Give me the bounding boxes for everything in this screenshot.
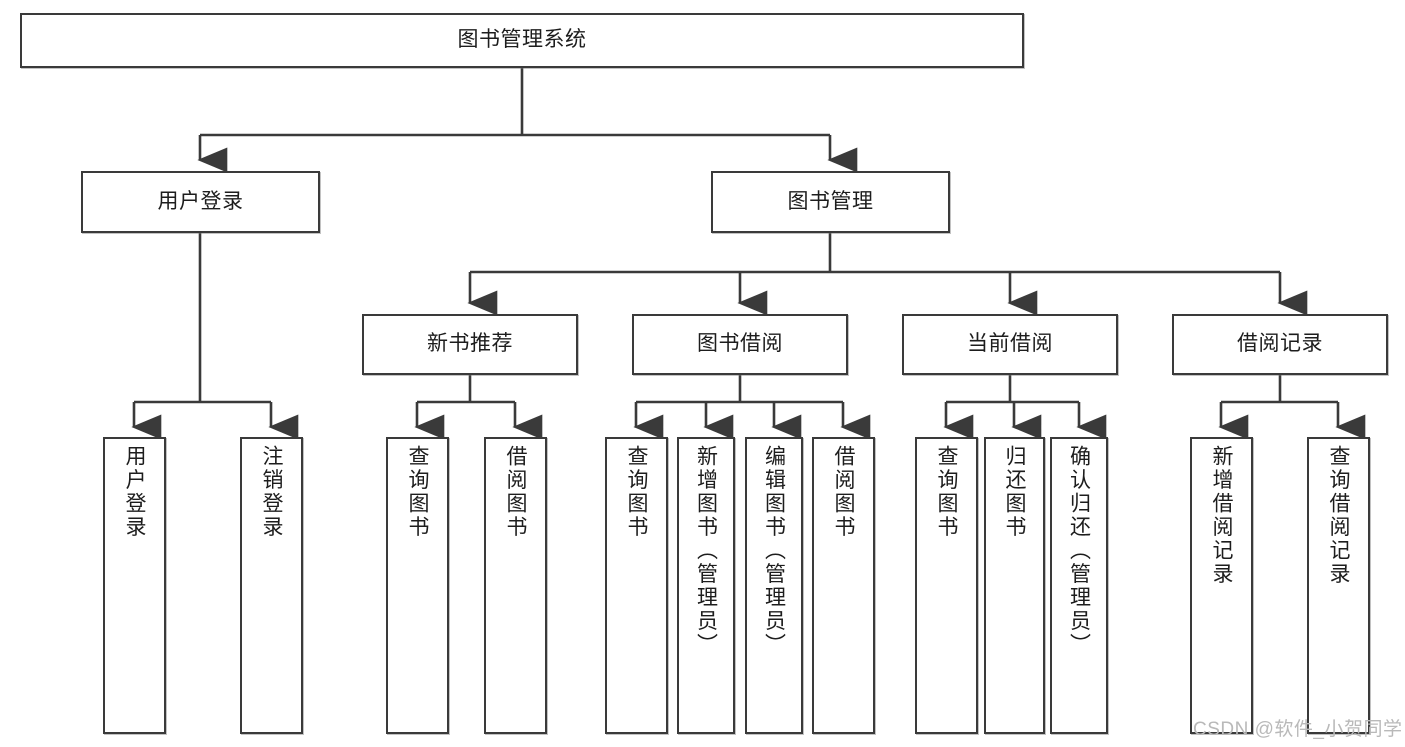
node-leaf-borrow-book-borrow[interactable]: 借阅图书 bbox=[812, 437, 875, 734]
node-label: 借阅图书 bbox=[832, 445, 855, 539]
node-label: 图书借阅 bbox=[697, 332, 783, 356]
node-label: 用户登录 bbox=[123, 445, 146, 539]
node-leaf-logout[interactable]: 注销登录 bbox=[240, 437, 303, 734]
node-leaf-confirm-return-admin[interactable]: 确认归还（管理员） bbox=[1050, 437, 1108, 734]
node-borrow-record[interactable]: 借阅记录 bbox=[1172, 314, 1388, 375]
csdn-watermark: CSDN @软件_小贺同学 bbox=[1193, 719, 1403, 740]
node-label: 图书管理系统 bbox=[457, 28, 587, 52]
node-leaf-add-borrow-record[interactable]: 新增借阅记录 bbox=[1190, 437, 1253, 734]
node-leaf-user-login[interactable]: 用户登录 bbox=[103, 437, 166, 734]
node-leaf-add-book-admin[interactable]: 新增图书（管理员） bbox=[677, 437, 735, 734]
node-leaf-query-book-current[interactable]: 查询图书 bbox=[915, 437, 978, 734]
node-label: 查询图书 bbox=[935, 445, 958, 539]
node-leaf-query-book-newbook[interactable]: 查询图书 bbox=[386, 437, 449, 734]
node-book-management[interactable]: 图书管理 bbox=[711, 171, 950, 233]
node-label: 查询图书 bbox=[625, 445, 648, 539]
node-leaf-edit-book-admin[interactable]: 编辑图书（管理员） bbox=[745, 437, 803, 734]
node-label: 归还图书 bbox=[1003, 445, 1026, 539]
node-label: 新书推荐 bbox=[427, 332, 513, 356]
node-label: 注销登录 bbox=[260, 445, 283, 539]
node-label: 当前借阅 bbox=[967, 332, 1053, 356]
node-book-borrow[interactable]: 图书借阅 bbox=[632, 314, 848, 375]
node-new-book-recommend[interactable]: 新书推荐 bbox=[362, 314, 578, 375]
node-label: 借阅图书 bbox=[504, 445, 527, 539]
node-label: 图书管理 bbox=[787, 189, 874, 213]
node-label: 用户登录 bbox=[157, 189, 244, 213]
node-label: 新增借阅记录 bbox=[1210, 445, 1233, 586]
node-leaf-query-book-borrow[interactable]: 查询图书 bbox=[605, 437, 668, 734]
node-label: 编辑图书（管理员） bbox=[762, 445, 786, 657]
node-label: 确认归还（管理员） bbox=[1067, 445, 1091, 657]
node-user-login[interactable]: 用户登录 bbox=[81, 171, 320, 233]
node-current-borrow[interactable]: 当前借阅 bbox=[902, 314, 1118, 375]
node-leaf-query-borrow-record[interactable]: 查询借阅记录 bbox=[1307, 437, 1370, 734]
node-root-book-management-system[interactable]: 图书管理系统 bbox=[20, 13, 1024, 68]
node-leaf-borrow-book-newbook[interactable]: 借阅图书 bbox=[484, 437, 547, 734]
node-label: 借阅记录 bbox=[1237, 332, 1323, 356]
node-label: 查询图书 bbox=[406, 445, 429, 539]
node-leaf-return-book[interactable]: 归还图书 bbox=[984, 437, 1045, 734]
node-label: 查询借阅记录 bbox=[1327, 445, 1350, 586]
node-label: 新增图书（管理员） bbox=[694, 445, 718, 657]
